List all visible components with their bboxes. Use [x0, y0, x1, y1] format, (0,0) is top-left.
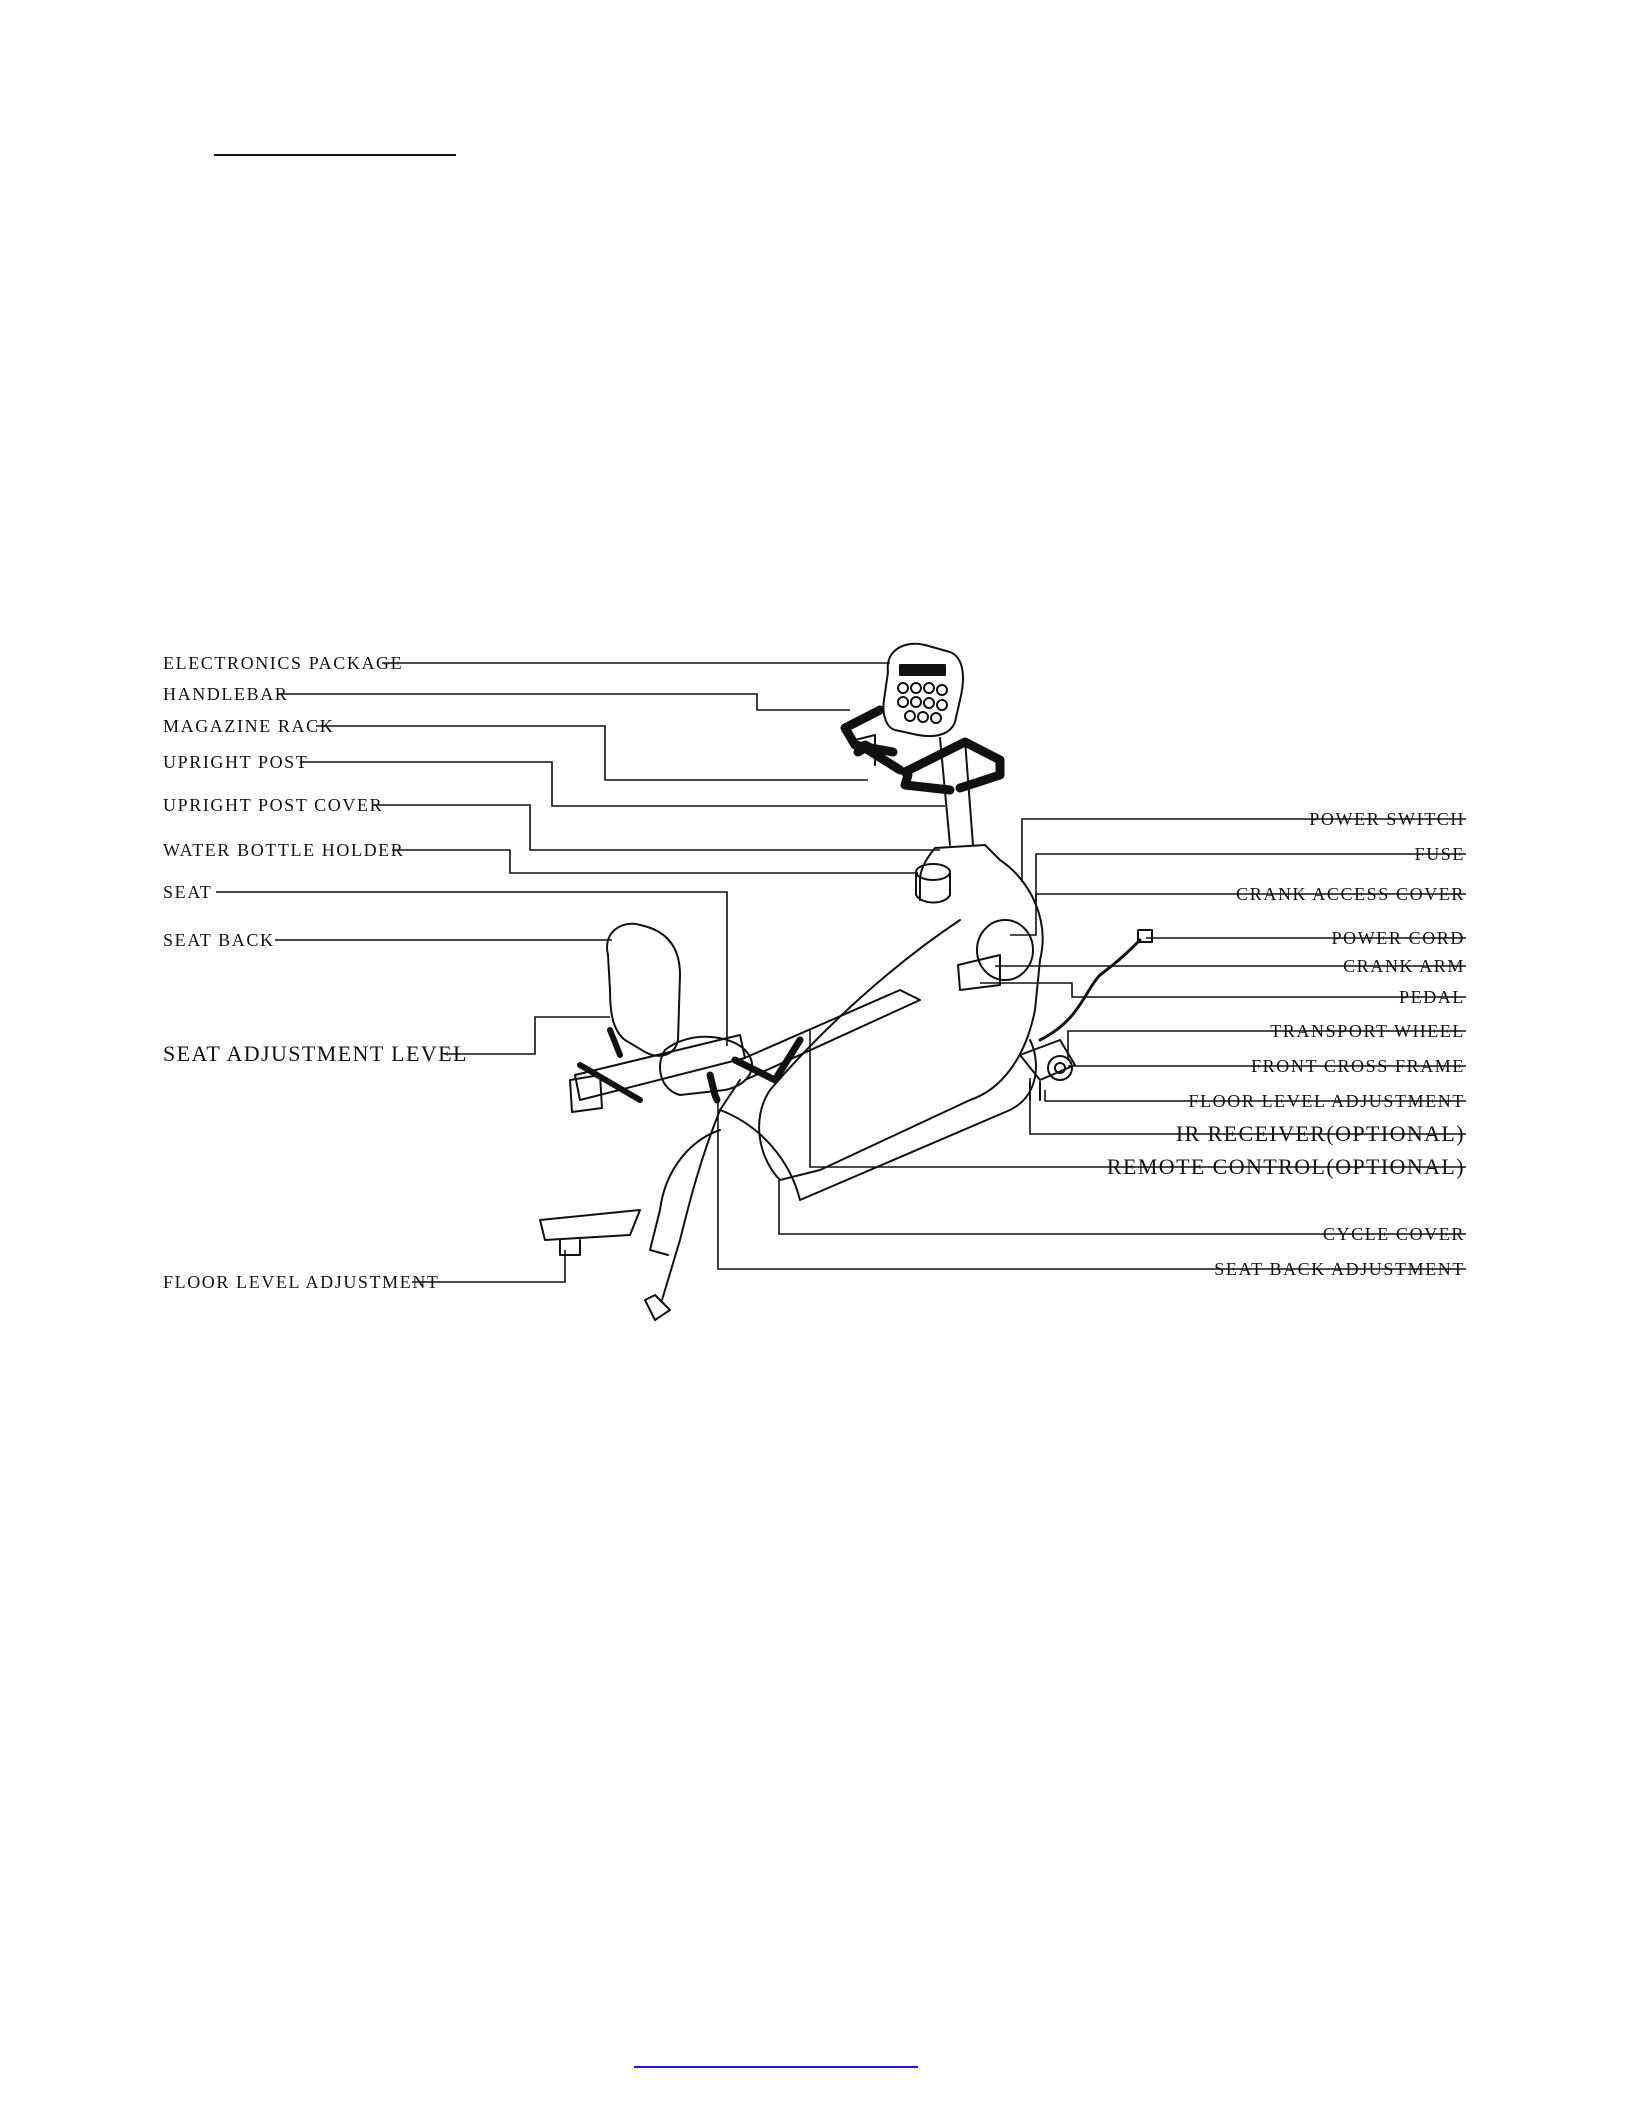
leader-upright-post	[300, 761, 945, 807]
leader-fuse	[1035, 853, 1466, 905]
label-floor-level-adjustment-left: FLOOR LEVEL ADJUSTMENT	[163, 1272, 440, 1292]
leader-water-bottle-holder	[392, 849, 918, 874]
label-water-bottle-holder: WATER BOTTLE HOLDER	[163, 840, 405, 860]
frame-outline	[779, 844, 1044, 1181]
leader-floor-level-adjustment-right	[1044, 1090, 1466, 1102]
label-seat: SEAT	[163, 882, 213, 902]
leader-cycle-cover	[778, 1180, 1466, 1235]
label-seat-back: SEAT BACK	[163, 930, 275, 950]
leader-floor-level-adjustment-left	[412, 1250, 566, 1283]
magazine-rack-drawing	[854, 734, 876, 766]
rear-leg-drawing	[649, 1129, 721, 1256]
leader-seat-back-adjustment	[717, 1100, 1466, 1270]
leader-handlebar	[278, 693, 850, 711]
front-cross-frame-drawing	[1019, 1039, 1076, 1081]
pedal-drawing	[957, 954, 1001, 991]
leader-magazine-rack	[316, 725, 868, 781]
label-electronics-package: ELECTRONICS PACKAGE	[163, 653, 404, 673]
leader-crank-access-cover	[1010, 893, 1466, 936]
crank-cover-drawing	[976, 919, 1034, 981]
label-handlebar: HANDLEBAR	[163, 684, 289, 704]
leader-remote-control	[809, 1030, 1466, 1168]
footer-link-underline	[634, 2066, 918, 2068]
leader-power-switch	[1021, 818, 1466, 882]
power-cord-drawing	[1038, 938, 1142, 1042]
seat-back-drawing	[606, 922, 681, 1057]
seat-rail-drawing	[739, 989, 921, 1081]
upright-post-drawing	[939, 737, 974, 846]
heading-underline	[214, 154, 456, 156]
label-seat-adjustment-level: SEAT ADJUSTMENT LEVEL	[163, 1041, 468, 1066]
leader-pedal	[980, 982, 1466, 998]
label-magazine-rack: MAGAZINE RACK	[163, 716, 335, 736]
label-upright-post: UPRIGHT POST	[163, 752, 309, 772]
leader-seat-adjustment-level	[444, 1016, 610, 1055]
console-drawing	[882, 642, 964, 738]
leader-ir-receiver	[1029, 1078, 1466, 1135]
leader-transport-wheel	[1067, 1030, 1466, 1060]
cycle-cover-drawing	[758, 919, 961, 1181]
leader-seat	[216, 891, 728, 1046]
leader-upright-post-cover	[372, 804, 940, 851]
label-upright-post-cover: UPRIGHT POST COVER	[163, 795, 384, 815]
